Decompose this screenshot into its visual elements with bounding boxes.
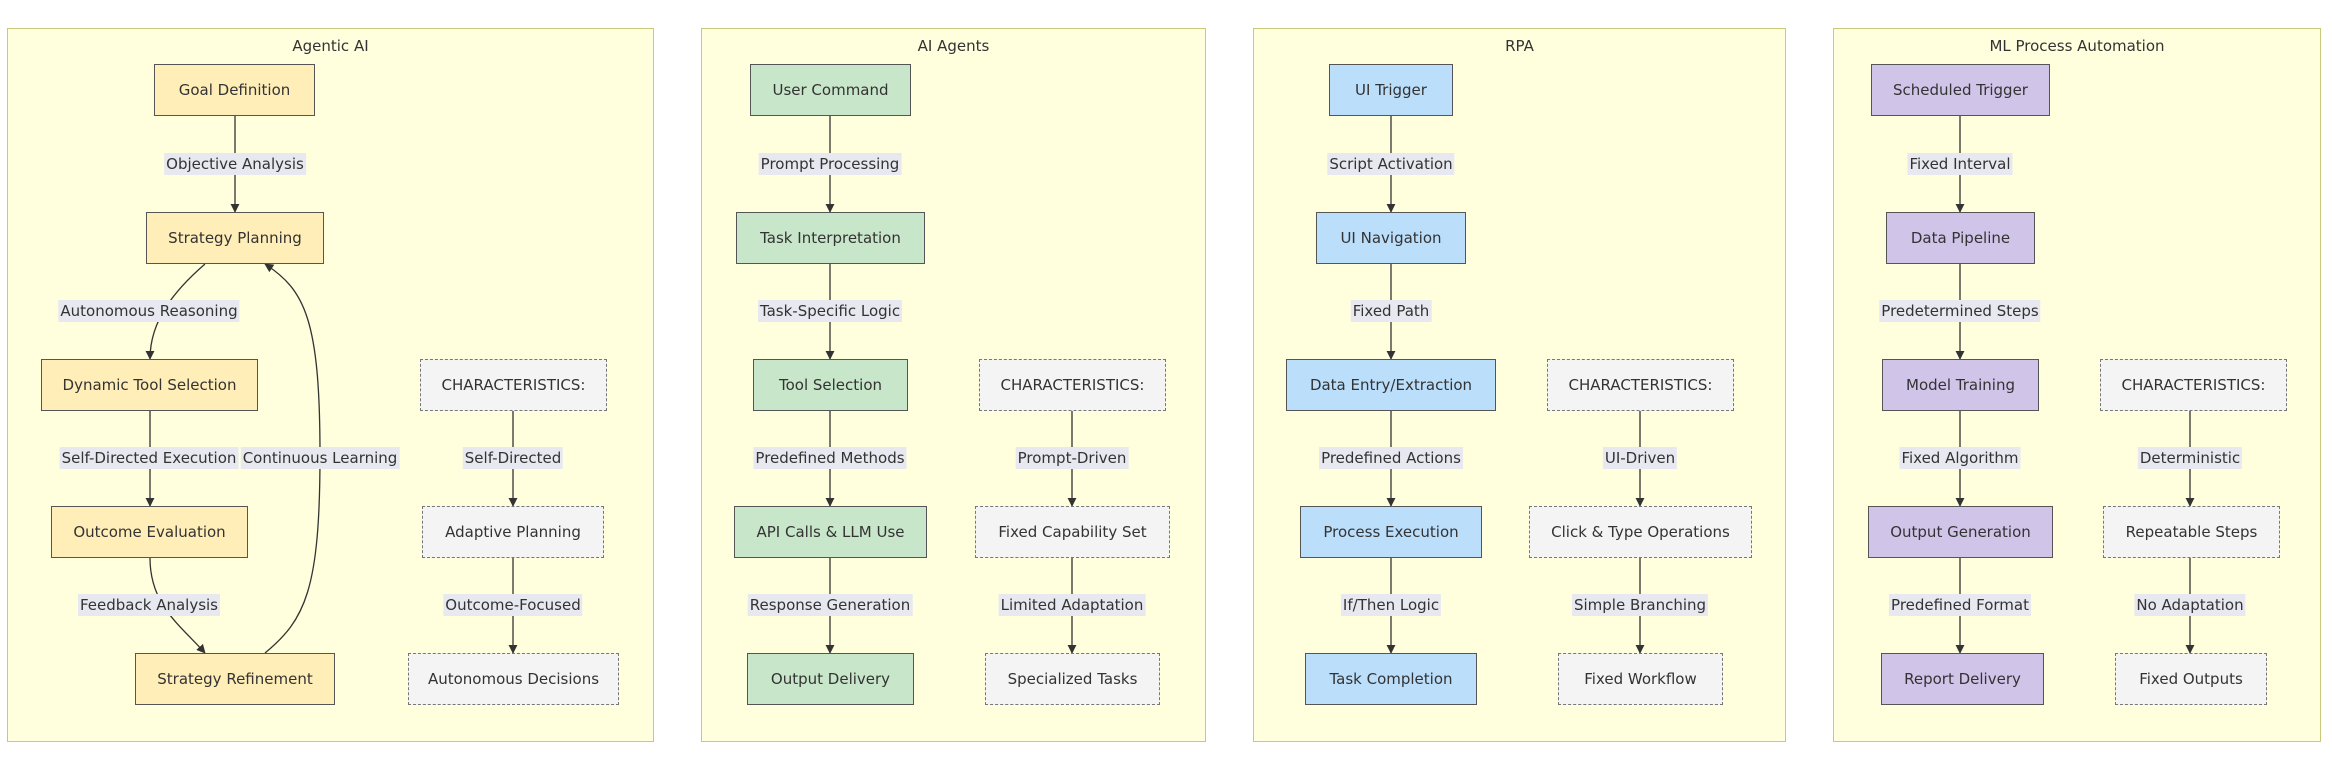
edge-label: Continuous Learning <box>240 447 400 469</box>
edge-label: Autonomous Reasoning <box>58 300 240 322</box>
node-characteristics[interactable]: CHARACTERISTICS: <box>420 359 607 411</box>
node-strategy-planning[interactable]: Strategy Planning <box>146 212 324 264</box>
edge-label: Self-Directed Execution <box>59 447 239 469</box>
edge-label: No Adaptation <box>2134 594 2246 616</box>
edge-label: Outcome-Focused <box>443 594 583 616</box>
edge-label: Fixed Interval <box>1907 153 2013 175</box>
node-scheduled-trigger[interactable]: Scheduled Trigger <box>1871 64 2050 116</box>
node-fixed-workflow[interactable]: Fixed Workflow <box>1558 653 1723 705</box>
edge-label: Predetermined Steps <box>1879 300 2041 322</box>
edge-label: Self-Directed <box>462 447 564 469</box>
edge-label: Limited Adaptation <box>998 594 1146 616</box>
edge-label: Prompt Processing <box>758 153 902 175</box>
node-data-entry-extraction[interactable]: Data Entry/Extraction <box>1286 359 1496 411</box>
node-process-execution[interactable]: Process Execution <box>1300 506 1482 558</box>
node-tool-selection[interactable]: Tool Selection <box>753 359 908 411</box>
edge-label: Predefined Format <box>1889 594 2031 616</box>
node-fixed-capability-set[interactable]: Fixed Capability Set <box>975 506 1170 558</box>
panel-title: Agentic AI <box>292 37 369 55</box>
edge-label: Fixed Path <box>1350 300 1432 322</box>
node-adaptive-planning[interactable]: Adaptive Planning <box>422 506 604 558</box>
node-click-type-operations[interactable]: Click & Type Operations <box>1529 506 1752 558</box>
panel-title: AI Agents <box>917 37 990 55</box>
edge-label: Predefined Methods <box>753 447 907 469</box>
edge-label: Feedback Analysis <box>77 594 221 616</box>
edge-label: Prompt-Driven <box>1015 447 1129 469</box>
node-task-interpretation[interactable]: Task Interpretation <box>736 212 925 264</box>
edge-label: Fixed Algorithm <box>1899 447 2021 469</box>
node-fixed-outputs[interactable]: Fixed Outputs <box>2115 653 2267 705</box>
node-autonomous-decisions[interactable]: Autonomous Decisions <box>408 653 619 705</box>
node-api-calls-llm-use[interactable]: API Calls & LLM Use <box>734 506 927 558</box>
node-model-training[interactable]: Model Training <box>1882 359 2039 411</box>
node-specialized-tasks[interactable]: Specialized Tasks <box>985 653 1160 705</box>
node-strategy-refinement[interactable]: Strategy Refinement <box>135 653 335 705</box>
node-dynamic-tool-selection[interactable]: Dynamic Tool Selection <box>41 359 258 411</box>
node-ui-navigation[interactable]: UI Navigation <box>1316 212 1466 264</box>
edge-label: Task-Specific Logic <box>757 300 903 322</box>
node-characteristics[interactable]: CHARACTERISTICS: <box>979 359 1166 411</box>
node-characteristics[interactable]: CHARACTERISTICS: <box>1547 359 1734 411</box>
node-output-generation[interactable]: Output Generation <box>1868 506 2053 558</box>
node-task-completion[interactable]: Task Completion <box>1305 653 1477 705</box>
node-outcome-evaluation[interactable]: Outcome Evaluation <box>51 506 248 558</box>
node-user-command[interactable]: User Command <box>750 64 911 116</box>
edge-label: If/Then Logic <box>1340 594 1442 616</box>
node-goal-definition[interactable]: Goal Definition <box>154 64 315 116</box>
node-repeatable-steps[interactable]: Repeatable Steps <box>2103 506 2280 558</box>
edge-label: Script Activation <box>1327 153 1455 175</box>
node-data-pipeline[interactable]: Data Pipeline <box>1886 212 2035 264</box>
panel-title: ML Process Automation <box>1989 37 2165 55</box>
edge-label: Simple Branching <box>1571 594 1709 616</box>
edge-label: UI-Driven <box>1602 447 1678 469</box>
node-characteristics[interactable]: CHARACTERISTICS: <box>2100 359 2287 411</box>
node-ui-trigger[interactable]: UI Trigger <box>1329 64 1453 116</box>
edge-label: Response Generation <box>747 594 913 616</box>
edge-label: Predefined Actions <box>1319 447 1463 469</box>
node-output-delivery[interactable]: Output Delivery <box>747 653 914 705</box>
panel-title: RPA <box>1505 37 1534 55</box>
edge-label: Deterministic <box>2137 447 2243 469</box>
edge-label: Objective Analysis <box>164 153 306 175</box>
node-report-delivery[interactable]: Report Delivery <box>1881 653 2044 705</box>
